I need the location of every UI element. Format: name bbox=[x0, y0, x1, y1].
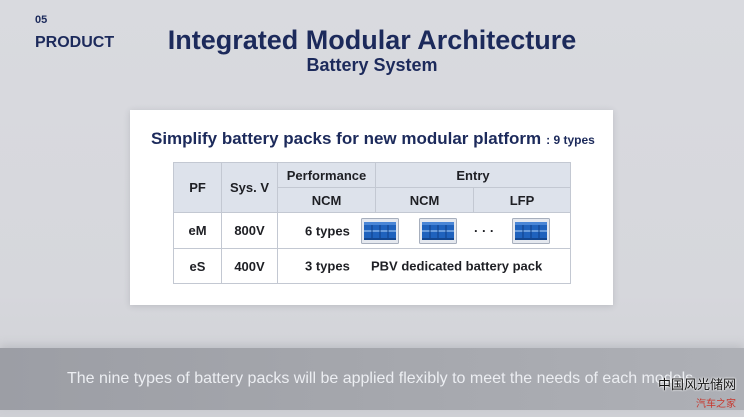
header-system-voltage: Sys. V bbox=[222, 163, 277, 212]
row-em-pack-lineup: 6 types · · · bbox=[278, 213, 570, 248]
header-entry-chemistry-lfp: LFP bbox=[474, 188, 570, 212]
row-es-types-count: 3 types bbox=[305, 258, 350, 274]
card-heading-text: Simplify battery packs for new modular p… bbox=[151, 129, 542, 148]
row-es-note: PBV dedicated battery pack bbox=[371, 258, 543, 274]
battery-pack-icon bbox=[361, 218, 399, 244]
slide-subtitle: Battery System bbox=[306, 55, 438, 75]
card-heading-suffix: : 9 types bbox=[546, 133, 595, 147]
header-pf: PF bbox=[174, 163, 221, 212]
watermark-line-1: 中国风光储网 bbox=[658, 377, 737, 392]
card-heading: Simplify battery packs for new modular p… bbox=[151, 130, 595, 149]
caption-band bbox=[0, 348, 744, 410]
header-performance-chemistry: NCM bbox=[278, 188, 375, 212]
header-performance: Performance bbox=[278, 163, 375, 187]
slide-title: Integrated Modular Architecture bbox=[167, 25, 577, 55]
content-card: Simplify battery packs for new modular p… bbox=[130, 110, 613, 305]
row-es-voltage: 400V bbox=[222, 249, 277, 283]
row-em-voltage: 800V bbox=[222, 213, 277, 248]
row-em-types-count: 6 types bbox=[305, 223, 350, 238]
row-es-pack-lineup: 3 types PBV dedicated battery pack bbox=[278, 249, 570, 283]
section-label: PRODUCT bbox=[35, 34, 115, 51]
header-entry: Entry bbox=[376, 163, 570, 187]
row-es-pf: eS bbox=[174, 249, 221, 283]
battery-pack-icon bbox=[419, 218, 457, 244]
section-number: 05 bbox=[35, 14, 48, 26]
battery-pack-table: PF Sys. V Performance Entry NCM NCM LFP … bbox=[173, 162, 571, 284]
more-packs-ellipsis: · · · bbox=[474, 223, 495, 238]
caption-text: The nine types of battery packs will be … bbox=[67, 370, 694, 387]
battery-pack-icon bbox=[512, 218, 550, 244]
header-entry-chemistry-ncm: NCM bbox=[376, 188, 473, 212]
watermark-line-2: 汽车之家 bbox=[696, 399, 736, 410]
row-em-pf: eM bbox=[174, 213, 221, 248]
